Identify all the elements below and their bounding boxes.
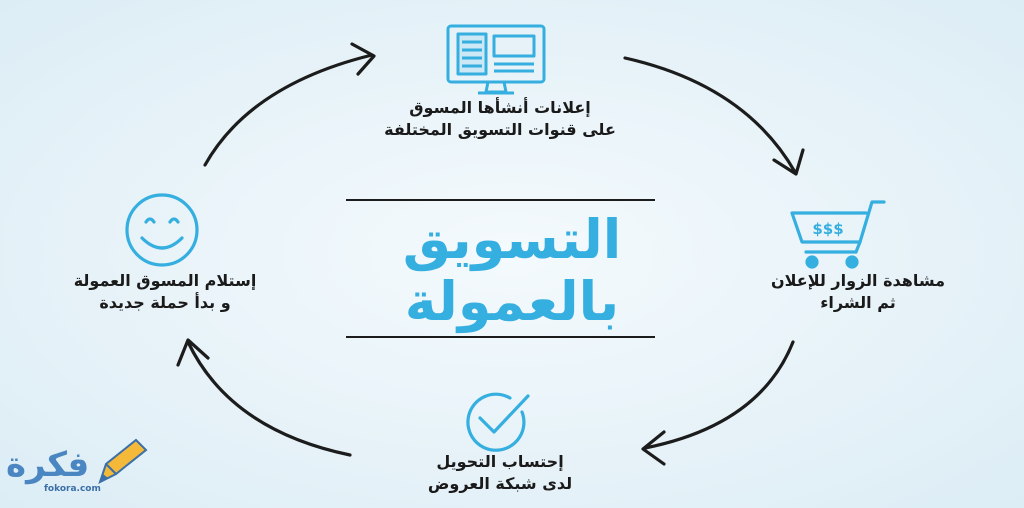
shopping-cart-icon (790, 200, 886, 269)
title-line-2: بالعمولة (404, 270, 620, 333)
arrow-to-commission (186, 340, 352, 457)
title-line-1: التسويق (402, 208, 622, 271)
arrow-head-to-commission (176, 338, 210, 367)
step-conversion-line-1: إحتساب التحويل (436, 452, 564, 471)
arrow-head-to-conversion (641, 430, 666, 466)
step-ads-line-1: إعلانات أنشأها المسوق (409, 98, 591, 117)
step-conversion-line-2: لدى شبكة العروض (427, 474, 573, 493)
step-commission-text: إستلام المسوق العمولة و بدأ حملة جديدة (20, 270, 310, 314)
step-ads-text: إعلانات أنشأها المسوق على قنوات التسويق … (330, 97, 670, 141)
logo-word: فكرة (6, 445, 90, 485)
check-circle-icon (466, 392, 530, 452)
step-visitors-text: مشاهدة الزوار للإعلان ثم الشراء (698, 270, 1018, 314)
step-ads-line-2: على قنوات التسويق المختلفة (384, 120, 616, 139)
step-conversion-text: إحتساب التحويل لدى شبكة العروض (370, 451, 630, 495)
arrow-to-conversion (643, 340, 795, 450)
arrow-to-ads (203, 53, 374, 167)
step-visitors-line-1: مشاهدة الزوار للإعلان (770, 271, 946, 290)
cart-dollar-label: $$$ (812, 220, 843, 238)
step-commission-line-1: إستلام المسوق العمولة (73, 271, 257, 290)
step-visitors-line-2: ثم الشراء (820, 293, 896, 312)
arrow-to-visitors (623, 56, 797, 174)
step-commission-line-2: و بدأ حملة جديدة (99, 293, 231, 312)
monitor-ad-icon (446, 24, 546, 95)
logo-pencil-icon (98, 438, 148, 484)
arrow-head-to-visitors (772, 148, 805, 176)
arrow-head-to-ads (350, 42, 376, 76)
smiley-face-icon (125, 193, 199, 267)
logo-url: fokora.com (44, 484, 101, 494)
